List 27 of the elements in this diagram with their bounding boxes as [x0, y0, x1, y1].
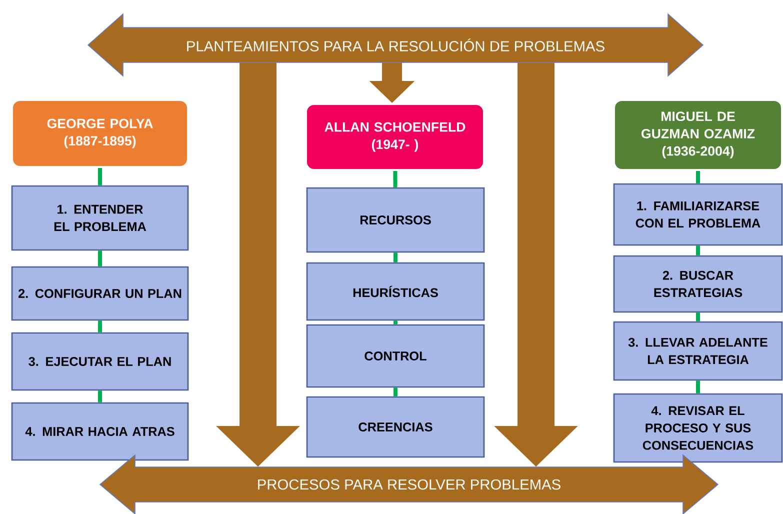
step-box: RECURSOS	[306, 187, 485, 253]
step-box: 1. ENTENDER EL PROBLEMA	[11, 185, 189, 251]
author-box: GEORGE POLYA (1887-1895)	[11, 99, 189, 168]
step-box: HEURÍSTICAS	[306, 262, 485, 321]
step-box: 1. FAMILIARIZARSE CON EL PROBLEMA	[613, 183, 783, 246]
author-box: ALLAN SCHOENFELD (1947- )	[305, 103, 485, 171]
step-box: 3. LLEVAR ADELANTE LA ESTRATEGIA	[613, 321, 783, 381]
step-box: 2. CONFIGURAR UN PLAN	[11, 266, 189, 321]
author-box: MIGUEL DE GUZMAN OZAMIZ (1936-2004)	[613, 99, 783, 171]
connector-line	[98, 168, 102, 186]
connector-line	[696, 312, 700, 322]
connector-line	[394, 320, 398, 324]
step-box: 4. MIRAR HACIA ATRAS	[11, 402, 189, 461]
step-box: 3. EJECUTAR EL PLAN	[11, 332, 189, 391]
step-box: CONTROL	[306, 324, 485, 388]
step-box: CREENCIAS	[306, 396, 485, 458]
connector-line	[696, 171, 700, 184]
connector-line	[98, 320, 102, 332]
connector-line	[394, 252, 398, 262]
connector-line	[393, 171, 398, 188]
connector-line	[696, 246, 700, 256]
connector-line	[696, 380, 700, 394]
step-box: 2. BUSCAR ESTRATEGIAS	[613, 255, 783, 313]
connector-line	[98, 250, 102, 266]
step-box: 4. REVISAR EL PROCESO Y SUS CONSECUENCIAS	[613, 393, 783, 463]
connector-line	[394, 388, 398, 396]
connector-line	[98, 390, 102, 402]
